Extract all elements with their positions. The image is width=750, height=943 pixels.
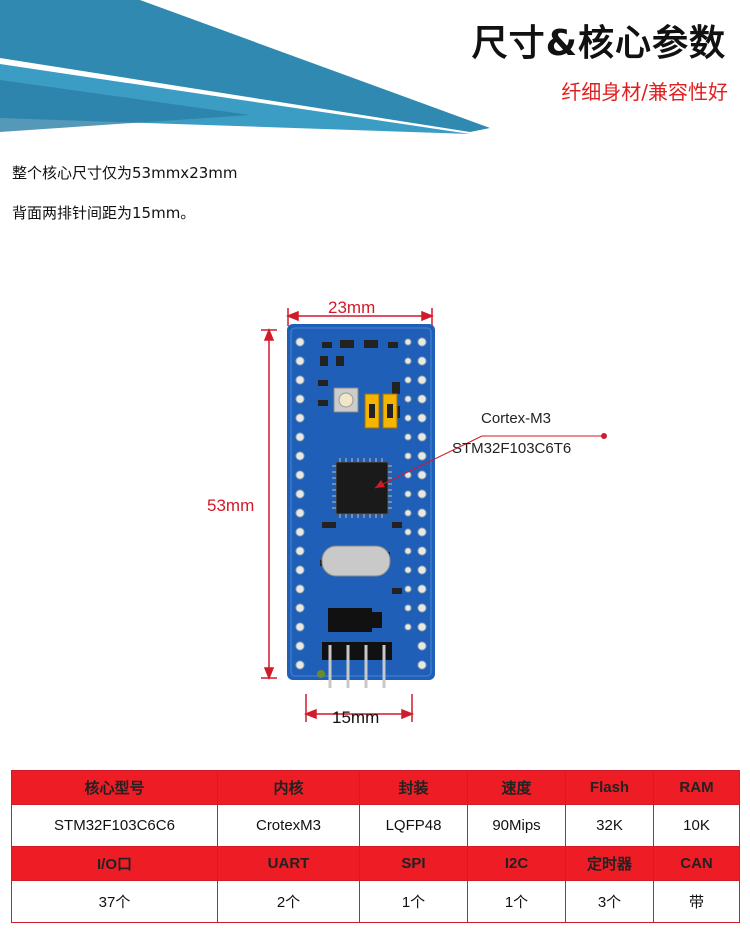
spec-value-cell: 10K: [653, 804, 740, 847]
spec-value-row: STM32F103C6C6 CrotexM3 LQFP48 90Mips 32K…: [11, 804, 740, 847]
spec-value-cell: 3个: [565, 880, 654, 923]
chip-model-label: STM32F103C6T6: [452, 440, 572, 457]
spec-header-cell: SPI: [359, 846, 468, 881]
spec-value-cell: 37个: [11, 880, 218, 923]
pin-spacing-description: 背面两排针间距为15mm。: [12, 204, 196, 222]
spec-header-cell: Flash: [565, 770, 654, 805]
spec-header-cell: RAM: [653, 770, 740, 805]
dimension-lines: [261, 308, 435, 722]
pin-holes: [295, 337, 427, 670]
spec-value-cell: CrotexM3: [217, 804, 360, 847]
board-diagram: [261, 308, 607, 722]
mcu-chip: [335, 461, 389, 515]
spec-value-cell: 90Mips: [467, 804, 566, 847]
bottom-header: [322, 642, 392, 660]
spec-table: 核心型号 内核 封装 速度 Flash RAM STM32F103C6C6 Cr…: [11, 770, 740, 923]
pin-spacing-label: 15mm: [332, 708, 380, 727]
spec-header-row: I/O口 UART SPI I2C 定时器 CAN: [11, 846, 740, 881]
spec-value-cell: 2个: [217, 880, 360, 923]
page-title: 尺寸&核心参数: [471, 23, 726, 64]
spec-header-cell: I2C: [467, 846, 566, 881]
page-subtitle: 纤细身材/兼容性好: [561, 80, 728, 104]
spec-header-cell: 内核: [217, 770, 360, 805]
spec-value-cell: 1个: [359, 880, 468, 923]
header-banner-graphic: [0, 0, 490, 134]
spec-header-row: 核心型号 内核 封装 速度 Flash RAM: [11, 770, 740, 805]
width-dimension-label: 23mm: [328, 298, 376, 317]
spec-header-cell: 封装: [359, 770, 468, 805]
spec-value-cell: 1个: [467, 880, 566, 923]
board-illustration: 23mm 53mm 15mm Cortex-M3 STM32F103C6T6: [0, 290, 750, 740]
height-dimension-label: 53mm: [207, 496, 255, 515]
spec-header-cell: CAN: [653, 846, 740, 881]
spec-value-cell: LQFP48: [359, 804, 468, 847]
chip-core-label: Cortex-M3: [481, 410, 552, 427]
crystal: [321, 545, 391, 577]
spec-value-cell: 带: [653, 880, 740, 923]
spec-header-cell: 核心型号: [11, 770, 218, 805]
spec-header-cell: 定时器: [565, 846, 654, 881]
spec-header-cell: 速度: [467, 770, 566, 805]
spec-value-row: 37个 2个 1个 1个 3个 带: [11, 880, 740, 923]
size-description: 整个核心尺寸仅为53mmx23mm: [12, 164, 238, 182]
spec-header-cell: I/O口: [11, 846, 218, 881]
spec-value-cell: STM32F103C6C6: [11, 804, 218, 847]
spec-header-cell: UART: [217, 846, 360, 881]
spec-value-cell: 32K: [565, 804, 654, 847]
